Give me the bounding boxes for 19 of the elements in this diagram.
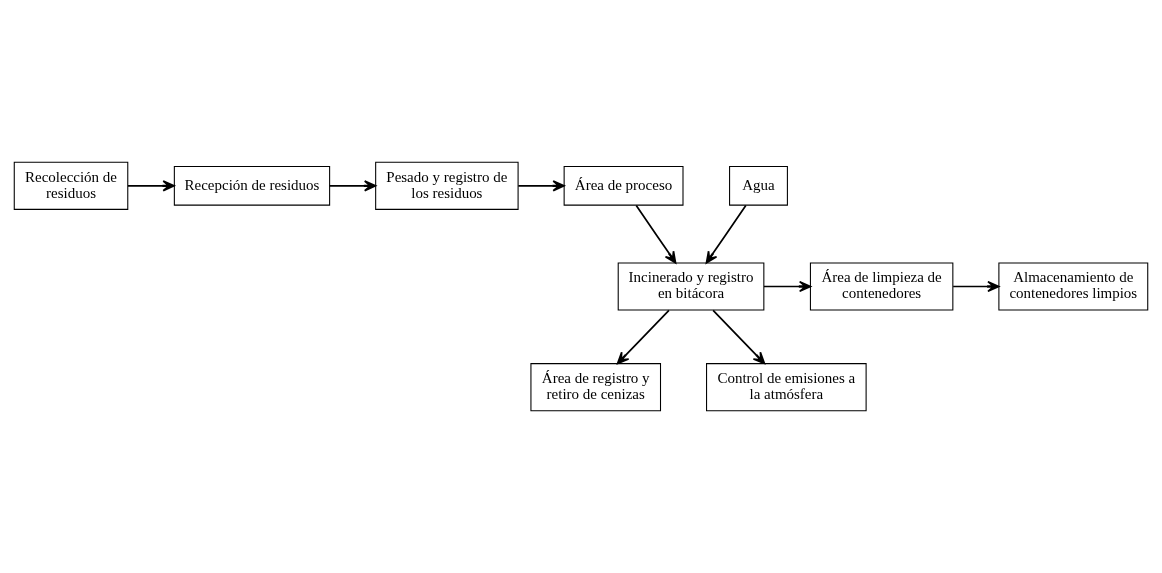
arrow (328, 180, 377, 192)
arrow (616, 309, 670, 365)
node-box: Almacenamiento de contenedores limpios (998, 262, 1149, 311)
arrow (712, 309, 766, 365)
node-box: Incinerado y registro en bitácora (617, 262, 765, 311)
arrow (127, 180, 175, 192)
node-box: Pesado y registro de los residuos (375, 161, 519, 210)
node-box: Área de proceso (563, 166, 684, 206)
arrow (763, 280, 812, 293)
node-box: Control de emisiones a la atmósfera (706, 363, 867, 412)
node-box: Recolección de residuos (13, 161, 129, 210)
node-box: Agua (729, 166, 788, 206)
arrow (517, 180, 565, 192)
node-box: Área de registro y retiro de cenizas (530, 363, 662, 412)
arrow (635, 204, 677, 264)
node-box: Área de limpieza de contenedores (809, 262, 954, 311)
arrow (705, 204, 747, 264)
node-box: Recepción de residuos (173, 166, 331, 206)
arrow (952, 280, 1000, 293)
